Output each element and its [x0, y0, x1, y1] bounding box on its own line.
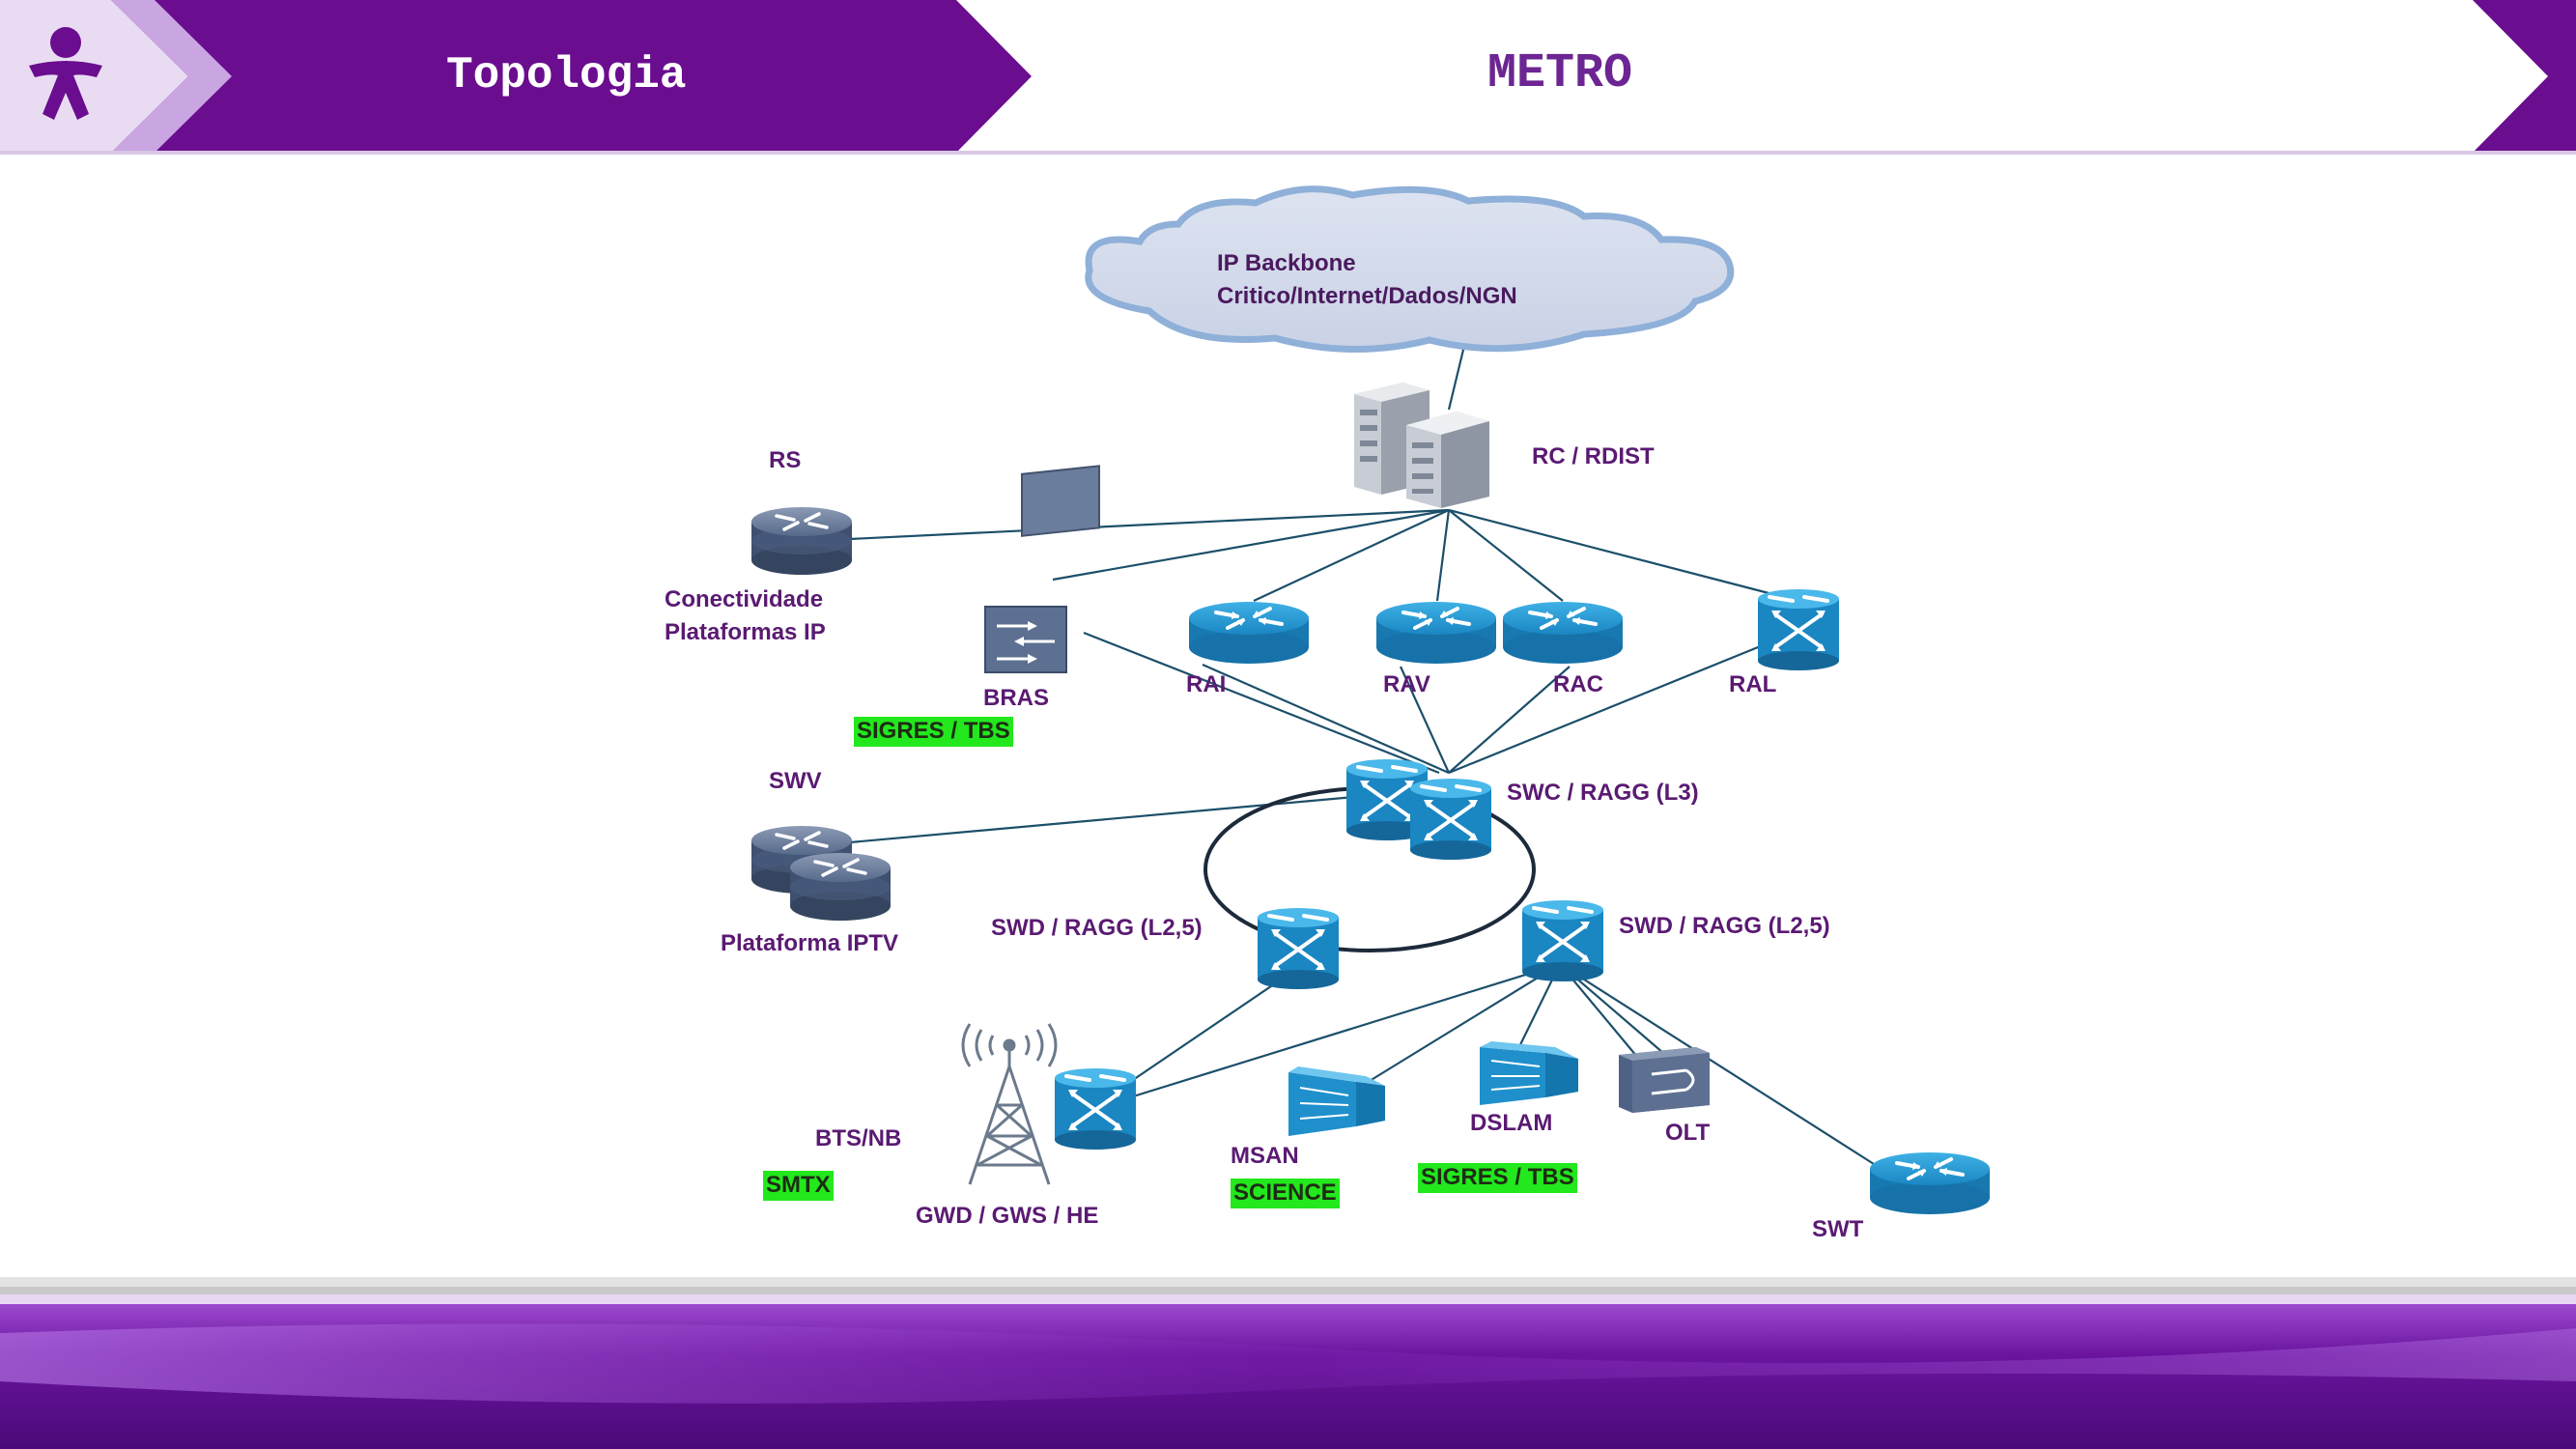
cloud-label: IP Backbone Critico/Internet/Dados/NGN — [1217, 247, 1517, 313]
dslam-icon — [1480, 1041, 1578, 1105]
science-tag: SCIENCE — [1231, 1179, 1340, 1208]
sigres-tbs-tag-1: SIGRES / TBS — [854, 717, 1013, 747]
olt-icon — [1619, 1047, 1710, 1113]
swd-left-switch-icon — [1256, 906, 1341, 991]
rs-router-icon — [750, 505, 854, 577]
msan-label: MSAN — [1231, 1143, 1299, 1169]
sigres-tbs-tag-2: SIGRES / TBS — [1418, 1163, 1577, 1193]
network-links — [849, 349, 1875, 1165]
cloud-label-line1: IP Backbone — [1217, 250, 1356, 276]
bras-label: BRAS — [983, 685, 1050, 711]
rs-label: RS — [769, 447, 802, 473]
swc-switch-icon-2 — [1408, 777, 1493, 862]
rav-router-icon — [1374, 600, 1498, 666]
rai-router-icon — [1187, 600, 1311, 666]
rav-label: RAV — [1383, 671, 1430, 697]
cloud-label-line2: Critico/Internet/Dados/NGN — [1217, 283, 1517, 309]
rs-desc-line2: Plataformas IP — [665, 619, 826, 645]
section-title: Topologia — [446, 50, 687, 100]
swt-router-icon — [1868, 1151, 1992, 1216]
olt-label: OLT — [1665, 1120, 1711, 1146]
dslam-label: DSLAM — [1470, 1110, 1553, 1136]
swd-left-label: SWD / RAGG (L2,5) — [991, 915, 1203, 941]
bras-icon — [984, 465, 1100, 673]
swt-label: SWT — [1812, 1216, 1864, 1242]
rac-router-icon — [1501, 600, 1625, 666]
rc-rdist-label: RC / RDIST — [1532, 443, 1655, 469]
gwd-switch-icon — [1053, 1066, 1138, 1151]
msan-icon — [1288, 1066, 1385, 1136]
swd-right-switch-icon — [1520, 898, 1605, 983]
ip-backbone-cloud — [1085, 185, 1735, 354]
swd-right-label: SWD / RAGG (L2,5) — [1619, 913, 1830, 939]
slide-title: METRO — [1487, 46, 1633, 101]
swv-router-icon-2 — [788, 851, 892, 923]
swc-label: SWC / RAGG (L3) — [1507, 780, 1699, 806]
swv-label: SWV — [769, 768, 822, 794]
smtx-tag: SMTX — [763, 1171, 834, 1201]
antenna-tower-icon — [961, 1023, 1058, 1185]
bts-label: BTS/NB — [815, 1125, 902, 1151]
rs-desc-line1: Conectividade — [665, 586, 824, 612]
ral-label: RAL — [1729, 671, 1777, 697]
rac-label: RAC — [1553, 671, 1603, 697]
gwd-label: GWD / GWS / HE — [916, 1203, 1099, 1229]
footer-band — [0, 1277, 2576, 1449]
server-icon — [1354, 383, 1489, 508]
header-bar — [0, 0, 2576, 155]
iptv-label: Plataforma IPTV — [721, 930, 899, 956]
ral-switch-icon — [1756, 587, 1841, 672]
rai-label: RAI — [1186, 671, 1227, 697]
person-logo-icon — [29, 27, 102, 120]
